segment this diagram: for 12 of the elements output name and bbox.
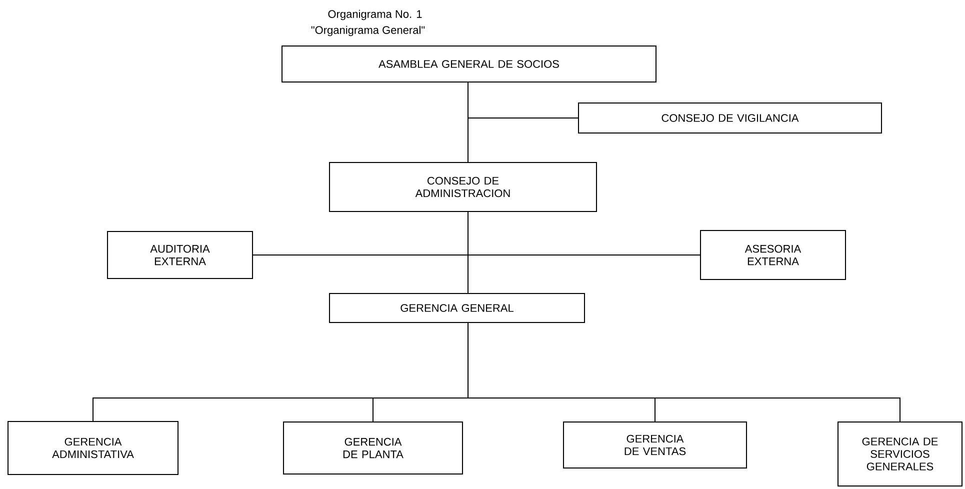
org-box: ASESORIA EXTERNA — [700, 230, 846, 280]
org-box: GERENCIA ADMINISTATIVA — [8, 421, 178, 475]
org-box: ASAMBLEA GENERAL DE SOCIOS — [282, 46, 656, 82]
connector-line — [468, 82, 579, 118]
org-box: CONSEJO DE VIGILANCIA — [578, 102, 882, 134]
org-box: AUDITORIA EXTERNA — [107, 231, 253, 279]
org-box: GERENCIA DE PLANTA — [283, 422, 463, 474]
org-box: GERENCIA GENERAL — [329, 293, 585, 323]
org-box: CONSEJO DE ADMINISTRACION — [329, 162, 597, 212]
title: Organigrama No. 1 — [328, 10, 422, 20]
org-box: GERENCIA DE SERVICIOS GENERALES — [838, 422, 962, 486]
org-box: GERENCIA DE VENTAS — [563, 422, 747, 468]
